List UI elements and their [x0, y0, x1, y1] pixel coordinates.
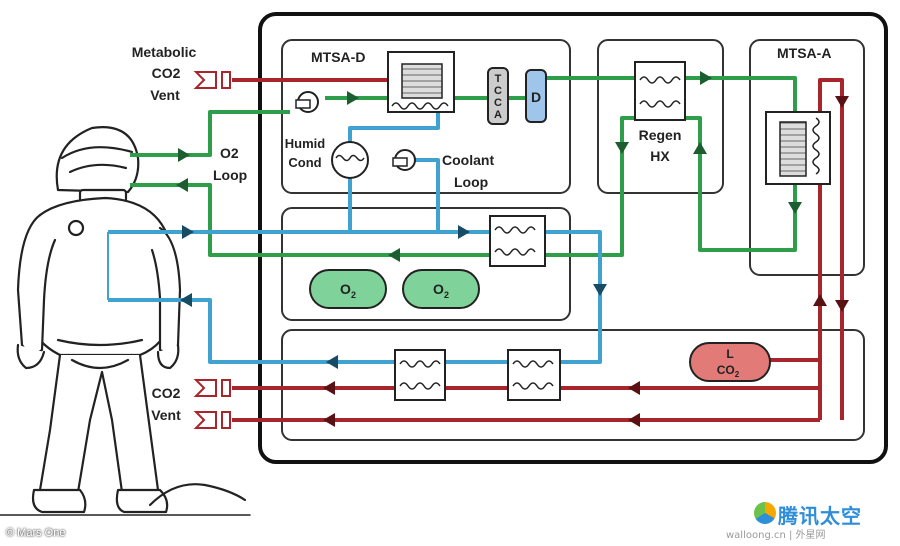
mtsa-d-heat-exchanger	[387, 51, 455, 113]
watermark-brand: 腾讯太空	[778, 504, 862, 528]
tcca-unit	[487, 67, 509, 125]
co2-heat-exchanger-left	[394, 349, 446, 401]
co2-vent-label-2: Vent	[151, 407, 181, 423]
flow-arrows-blue	[180, 225, 607, 369]
regen-hx-exchanger	[634, 61, 686, 121]
coolant-loop-label-1: Coolant	[442, 152, 494, 168]
mtsa-a-module	[749, 39, 865, 276]
lco2-tank	[689, 342, 771, 382]
humid-cond-icon	[331, 141, 369, 179]
vent-nozzles	[193, 71, 231, 429]
tcca-label-c1: C	[494, 85, 502, 97]
o2-loop-label-1: O2	[220, 145, 239, 161]
system-frame	[258, 12, 888, 464]
mtsa-a-label: MTSA-A	[777, 45, 831, 61]
mtsa-a-heat-exchanger	[765, 111, 831, 185]
o2-pump-icon	[295, 91, 319, 113]
coolant-heat-exchanger	[489, 215, 546, 267]
astronaut-figure	[0, 126, 251, 516]
metabolic-vent-label-2: CO2	[152, 65, 181, 81]
svg-text:L: L	[726, 347, 733, 361]
co2-heat-exchanger-right	[507, 349, 561, 401]
metabolic-vent-label-1: Metabolic	[132, 44, 197, 60]
watermark-logo-icon	[754, 502, 776, 524]
green-o2-pipes	[130, 76, 797, 257]
image-credit: © Mars One	[6, 527, 66, 539]
coolant-loop-label-2: Loop	[454, 174, 488, 190]
watermark: 腾讯太空 walloong.cn | 外星网	[726, 496, 897, 542]
co2-vent-label-1: CO2	[152, 385, 181, 401]
tcca-label-a: A	[494, 109, 502, 121]
mtsa-d-module	[281, 39, 571, 194]
o2-loop-label-2: Loop	[213, 167, 247, 183]
regen-hx-label-2: HX	[650, 148, 670, 164]
humid-cond-label-2: Cond	[288, 155, 321, 170]
o2-tank-right	[402, 269, 480, 309]
blue-coolant-pipes	[107, 110, 602, 364]
d-label: D	[531, 89, 541, 105]
o2-tank-left-label: O2	[340, 281, 356, 300]
metabolic-vent-label-3: Vent	[150, 87, 180, 103]
watermark-url: walloong.cn | 外星网	[726, 530, 826, 541]
flow-arrows-green	[176, 71, 802, 262]
co2-module	[281, 329, 865, 441]
tcca-label-t: T	[495, 73, 502, 85]
flow-arrows-red	[323, 96, 849, 427]
coolant-pump-icon	[392, 149, 416, 171]
regen-hx-module	[597, 39, 724, 194]
o2-tank-left	[309, 269, 387, 309]
regen-hx-label-1: Regen	[639, 127, 682, 143]
d-unit	[525, 69, 547, 123]
o2-storage-module	[281, 207, 571, 321]
tcca-label-c2: C	[494, 97, 502, 109]
lco2-label-co2: CO2	[717, 363, 740, 379]
humid-cond-label-1: Humid	[285, 136, 326, 151]
lco2-label-l: L	[726, 347, 733, 361]
mtsa-d-label: MTSA-D	[311, 49, 365, 65]
o2-tank-right-label: O2	[433, 281, 449, 300]
